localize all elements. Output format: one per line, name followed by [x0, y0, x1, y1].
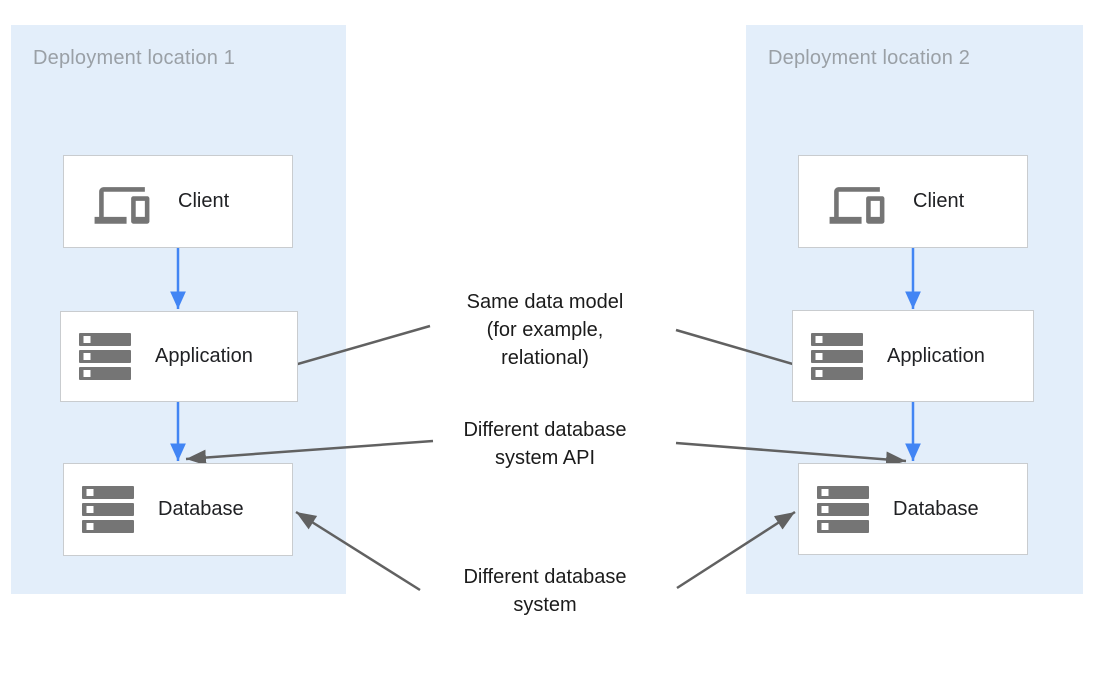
- storage-icon: [811, 332, 863, 380]
- storage-icon: [79, 333, 131, 380]
- annotation-line: Same data model: [466, 291, 624, 313]
- panel-title-1: Deployment location 1: [33, 47, 236, 69]
- node-label: Client: [178, 190, 230, 212]
- node-client-1: Client: [63, 155, 293, 248]
- node-application-1: Application: [60, 311, 298, 402]
- annotation-different-database-system: Different database system: [425, 563, 665, 619]
- node-label: Client: [913, 190, 965, 212]
- panel-title-2: Deployment location 2: [768, 47, 971, 69]
- annotation-different-database-system-api: Different database system API: [425, 416, 665, 472]
- node-database-2: Database: [798, 463, 1028, 555]
- node-label: Database: [158, 498, 244, 520]
- annotation-line: relational): [501, 347, 589, 369]
- devices-icon: [829, 178, 885, 226]
- node-database-1: Database: [63, 463, 293, 556]
- node-application-2: Application: [792, 310, 1034, 402]
- node-label: Application: [155, 345, 253, 367]
- annotation-line: Different database: [463, 419, 627, 441]
- devices-icon: [94, 178, 150, 226]
- annotation-line: system API: [494, 447, 596, 469]
- annotation-line: (for example,: [486, 319, 604, 341]
- storage-icon: [82, 486, 134, 533]
- node-client-2: Client: [798, 155, 1028, 248]
- node-label: Application: [887, 344, 985, 367]
- annotation-same-data-model: Same data model (for example, relational…: [425, 288, 665, 372]
- node-label: Database: [893, 497, 979, 520]
- storage-icon: [817, 485, 869, 533]
- annotation-line: Different database: [463, 566, 627, 588]
- annotation-line: system: [513, 594, 577, 616]
